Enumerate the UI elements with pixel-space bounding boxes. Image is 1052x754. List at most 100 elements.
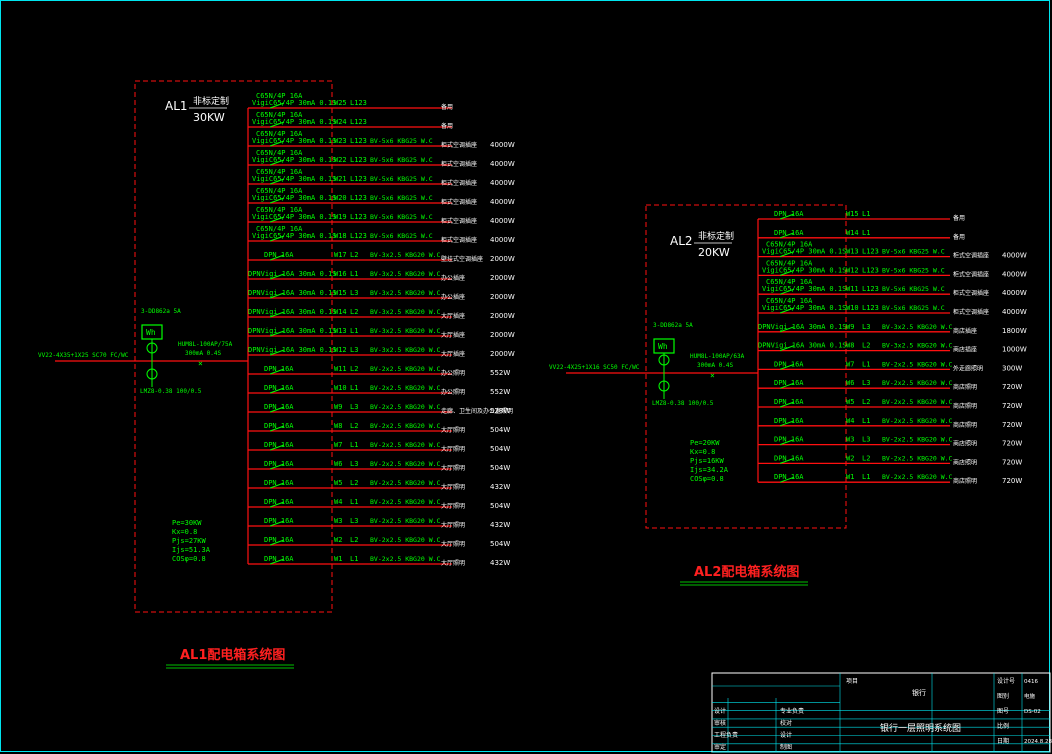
breaker-symbol — [269, 501, 285, 508]
circuit-load: 走廊、卫生间及办公室照明 — [441, 407, 513, 415]
circuit-load: 办公插座 — [441, 274, 465, 282]
circuit-number: W11 — [334, 365, 347, 373]
circuit-power: 432W — [490, 521, 510, 529]
circuit-power: 720W — [1002, 440, 1022, 448]
breaker-spec: DPN 16A — [264, 498, 294, 506]
load-calc-line: Kx=0.8 — [172, 528, 197, 536]
circuit-phase: L3 — [350, 460, 358, 468]
breaker-spec: DPN 16A — [264, 251, 294, 259]
circuit-cable: BV-3x2.5 KBG20 W.C — [370, 289, 441, 297]
breaker-spec: DPN 16A — [774, 398, 804, 406]
circuit-power: 504W — [490, 502, 510, 510]
breaker-symbol — [269, 235, 285, 242]
circuit-number: W18 — [334, 232, 347, 240]
circuit-number: W13 — [334, 327, 347, 335]
circuit-phase: L123 — [350, 137, 367, 145]
circuit-phase: L123 — [350, 99, 367, 107]
circuit-load: 办公照明 — [441, 388, 465, 396]
breaker-symbol — [779, 382, 795, 389]
load-calc-line: Pe=30KW — [172, 519, 202, 527]
circuit-phase: L123 — [862, 285, 879, 293]
circuit-phase: L1 — [862, 417, 870, 425]
circuit-cable: BV-2x2.5 KBG20 W.C — [882, 436, 953, 444]
breaker-symbol — [779, 345, 795, 352]
circuit-number: W5 — [334, 479, 342, 487]
circuit-number: W4 — [846, 417, 854, 425]
circuit-number: W2 — [334, 536, 342, 544]
panel-AL1-enclosure — [134, 80, 333, 613]
title-block-label: 工程负责 — [714, 731, 738, 739]
breaker-symbol — [779, 401, 795, 408]
breaker-spec: C65N/4P 16A — [766, 297, 813, 305]
rcd-spec: VigiC65/4P 30mA 0.1S — [252, 175, 336, 183]
circuit-power: 2000W — [490, 331, 515, 339]
project-label: 项目 — [846, 678, 858, 685]
circuit-load: 大厅插座 — [441, 350, 465, 358]
breaker-spec: DPN 16A — [264, 536, 294, 544]
circuit-number: W9 — [334, 403, 342, 411]
breaker-symbol — [779, 251, 795, 258]
circuit-phase: L1 — [862, 229, 870, 237]
circuit-load: 商店照明 — [953, 402, 977, 410]
circuit-number: W12 — [334, 346, 347, 354]
circuit-load: 柜式空调插座 — [953, 270, 989, 278]
title-block-label: 图别 — [997, 692, 1009, 700]
main-breaker-spec: HUM8L-100AP/75A — [178, 341, 233, 348]
circuit-load: 柜式空调插座 — [441, 179, 477, 187]
breaker-symbol — [779, 307, 795, 314]
title-block-label: 设计 — [714, 707, 726, 715]
rcd-spec: VigiC65/4P 30mA 0.1S — [252, 194, 336, 202]
circuit-number: W1 — [846, 473, 854, 481]
circuit-cable: BV-5x6 KBG25 W.C — [882, 266, 945, 274]
circuit-phase: L2 — [350, 365, 358, 373]
circuit-load: 柜式空调插座 — [953, 252, 989, 260]
breaker-symbol — [269, 520, 285, 527]
breaker-symbol — [269, 273, 285, 280]
circuit-cable: BV-3x2.5 KBG20 W.C — [882, 342, 953, 350]
circuit-load: 大厅照明 — [441, 559, 465, 567]
panel-caption: AL1配电箱系统图 — [180, 647, 285, 663]
breaker-symbol — [779, 232, 795, 239]
breaker-spec: DPN 16A — [264, 460, 294, 468]
circuit-load: 办公插座 — [441, 293, 465, 301]
circuit-load: 商店照明 — [953, 421, 977, 429]
breaker-symbol — [779, 213, 795, 220]
circuit-power: 4000W — [1002, 289, 1027, 297]
rcd-spec: VigiC65/4P 30mA 0.1S — [252, 156, 336, 164]
rcd-spec: VigiC65/4P 30mA 0.1S — [252, 213, 336, 221]
load-calc-line: Pjs=16KW — [690, 457, 725, 465]
circuit-cable: BV-2x2.5 KBG20 W.C — [370, 479, 441, 487]
breaker-symbol — [779, 363, 795, 370]
ct-spec: LMZ8-0.38 100/0.5 — [140, 388, 202, 395]
rcd-spec: VigiC65/4P 30mA 0.1S — [252, 232, 336, 240]
circuit-cable: BV-2x2.5 KBG20 W.C — [370, 517, 441, 525]
circuit-load: 柜式空调插座 — [441, 141, 477, 149]
breaker-spec: C65N/4P 16A — [256, 168, 303, 176]
circuit-phase: L2 — [862, 342, 870, 350]
load-calc-line: Ijs=51.3A — [172, 546, 211, 554]
circuit-number: W17 — [334, 251, 347, 259]
breaker-spec: DPN 16A — [264, 479, 294, 487]
panel-name: AL1 — [165, 99, 188, 113]
panel-caption: AL2配电箱系统图 — [694, 564, 799, 580]
circuit-number: W2 — [846, 454, 854, 462]
circuit-number: W5 — [846, 398, 854, 406]
circuit-number: W11 — [846, 285, 859, 293]
circuit-cable: BV-5x6 KBG25 W.C — [882, 304, 945, 312]
circuit-phase: L123 — [350, 232, 367, 240]
